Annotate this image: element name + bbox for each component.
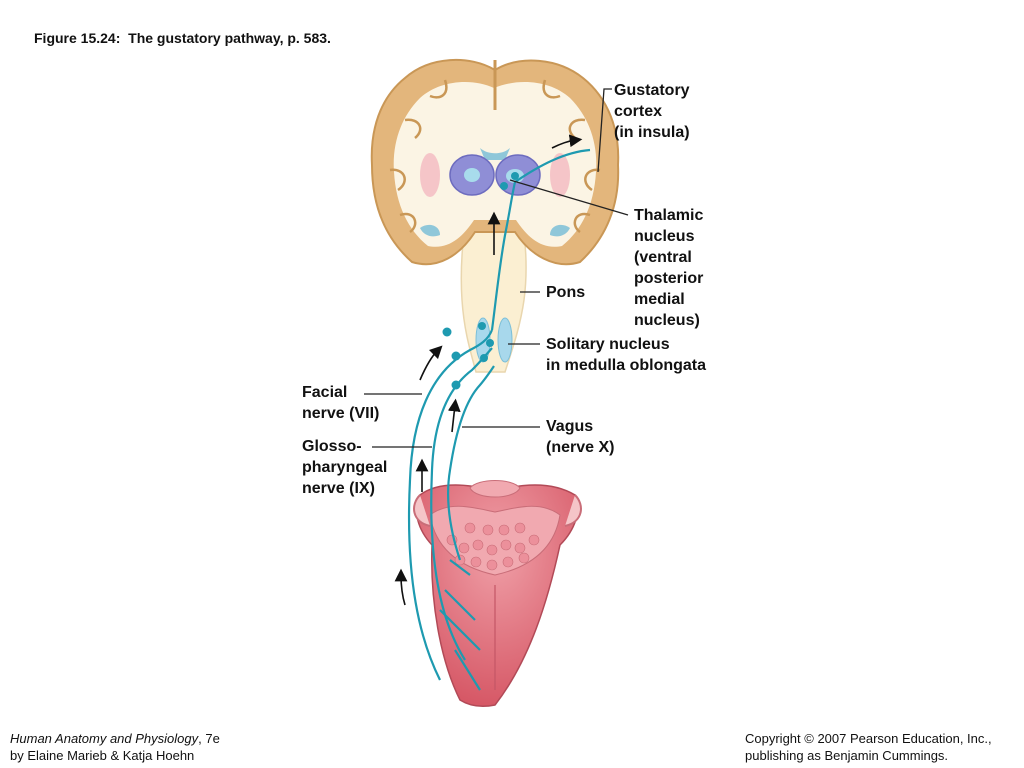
label-leader-lines [364, 88, 629, 448]
label-pons: Pons [546, 284, 586, 301]
gyri-folds [389, 79, 601, 234]
label-facial-nerve: Facial nerve (VII) [302, 384, 380, 422]
neuron-cell-bodies [442, 172, 519, 390]
copyright-line-2: publishing as Benjamin Cummings. [745, 748, 949, 763]
basal-nucleus-left [420, 153, 440, 197]
epiglottis [469, 480, 521, 498]
book-authors: by Elaine Marieb & Katja Hoehn [10, 748, 195, 763]
signal-direction-arrows [394, 134, 583, 606]
footer-copyright: Copyright © 2007 Pearson Education, Inc.… [745, 730, 992, 764]
label-glossopharyngeal-nerve: Glosso- pharyngeal nerve (IX) [302, 438, 388, 497]
basal-nucleus-right [550, 153, 570, 197]
label-solitary-nucleus: Solitary nucleus in medulla oblongata [546, 336, 707, 374]
nerve-fibers [407, 148, 591, 691]
label-vagus-nerve: Vagus (nerve X) [546, 418, 615, 456]
label-thalamic-nucleus: Thalamic nucleus (ventral posterior medi… [634, 207, 704, 329]
tonsil-right [564, 494, 582, 527]
solitary-nucleus-right [497, 317, 513, 363]
ventricle-left [420, 224, 440, 237]
label-gustatory-cortex: Gustatory cortex (in insula) [614, 82, 690, 141]
ventricle-right [550, 224, 570, 237]
brain-white-matter [393, 82, 597, 247]
footer-citation: Human Anatomy and Physiology, 7e by Elai… [10, 730, 220, 764]
book-edition: , 7e [198, 731, 220, 746]
third-ventricle [480, 148, 510, 160]
tonsil-left [413, 494, 431, 527]
thalamus-left-inner [464, 168, 480, 182]
book-title: Human Anatomy and Physiology [10, 731, 199, 746]
figure-title: Figure 15.24: The gustatory pathway, p. … [34, 30, 331, 46]
copyright-line-1: Copyright © 2007 Pearson Education, Inc.… [745, 731, 992, 746]
